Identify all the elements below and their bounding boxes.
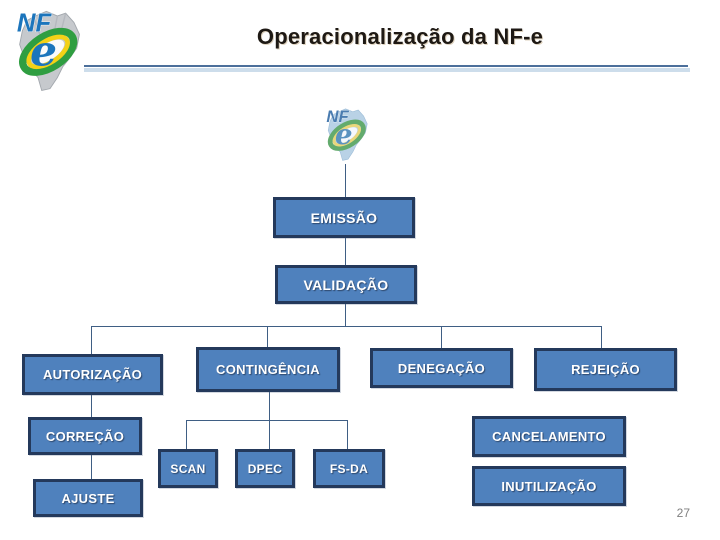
logo-nf-letters: NF xyxy=(17,10,53,38)
node-cancelamento: CANCELAMENTO xyxy=(472,416,626,457)
connector-validacao-branch xyxy=(345,304,346,326)
page-title: Operacionalização da NF-e xyxy=(256,24,544,49)
node-scan: SCAN xyxy=(158,449,218,488)
header-rule-light xyxy=(84,68,690,72)
page-number: 27 xyxy=(676,506,690,520)
logo-e-letter: e xyxy=(30,26,57,76)
node-ajuste: AJUSTE xyxy=(33,479,143,517)
node-emissao: EMISSÃO xyxy=(273,197,415,238)
drop-fsda xyxy=(347,420,348,449)
connector-correcao-ajuste xyxy=(91,455,92,479)
node-denegacao: DENEGAÇÃO xyxy=(370,348,513,388)
drop-contingencia xyxy=(267,326,268,347)
branch-line-contingencia xyxy=(186,420,348,421)
branch-line-main xyxy=(91,326,602,327)
node-correcao: CORREÇÃO xyxy=(28,417,142,455)
watermark-nf-letters: NF xyxy=(326,107,349,126)
drop-scan xyxy=(186,420,187,449)
node-validacao: VALIDAÇÃO xyxy=(275,265,417,304)
connector-logo-emissao xyxy=(345,164,346,197)
drop-denegacao xyxy=(441,326,442,348)
node-contingencia: CONTINGÊNCIA xyxy=(196,347,340,392)
node-inutilizacao: INUTILIZAÇÃO xyxy=(472,466,626,506)
drop-rejeicao xyxy=(601,326,602,348)
drop-dpec xyxy=(269,420,270,449)
watermark-e-letter: e xyxy=(335,118,353,151)
nfe-logo-icon: e NF xyxy=(17,9,80,92)
connector-autorizacao-correcao xyxy=(91,395,92,417)
header-rule-dark xyxy=(84,65,688,67)
node-rejeicao: REJEIÇÃO xyxy=(534,348,677,391)
connector-emissao-validacao xyxy=(345,238,346,265)
node-dpec: DPEC xyxy=(235,449,295,488)
drop-autorizacao xyxy=(91,326,92,354)
node-autorizacao: AUTORIZAÇÃO xyxy=(22,354,163,395)
node-fs-da: FS-DA xyxy=(313,449,385,488)
connector-contingencia-branch xyxy=(269,392,270,420)
nfe-watermark-logo-icon: e NF xyxy=(326,107,368,161)
